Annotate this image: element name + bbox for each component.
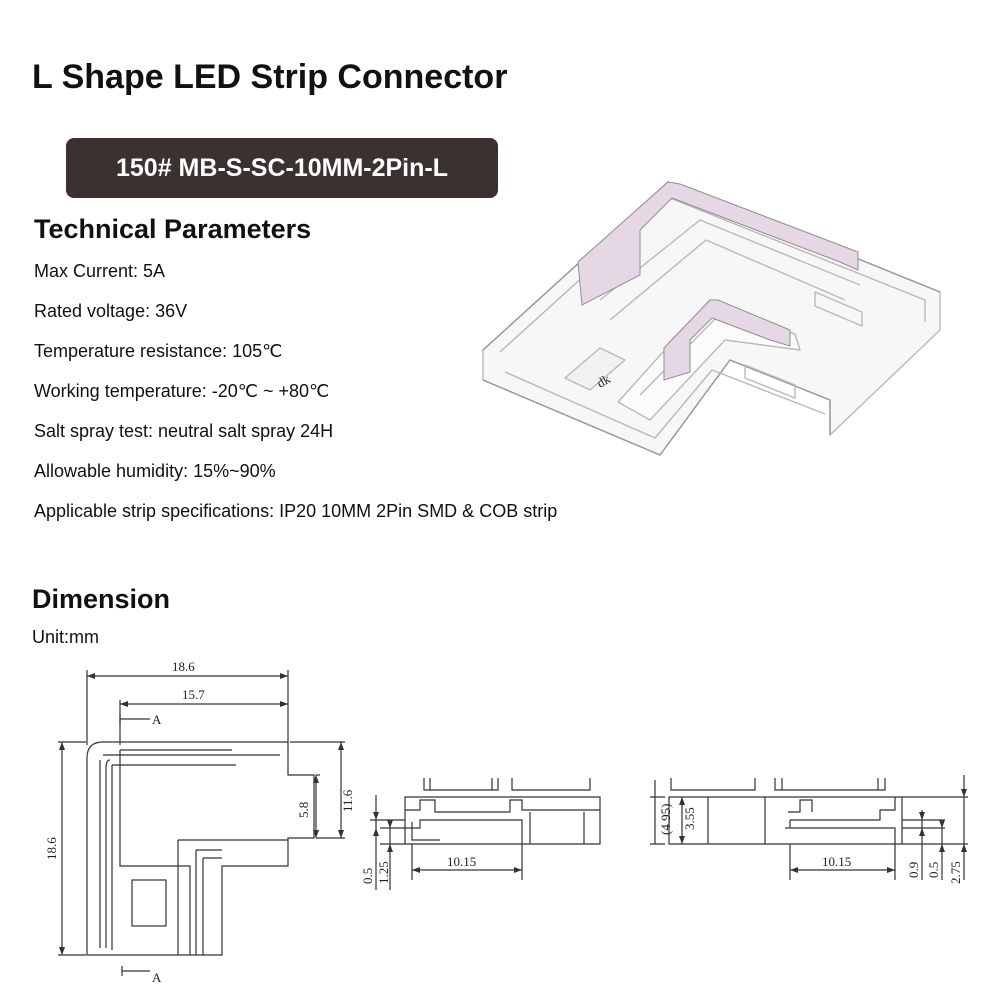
side2-dim-c: 0.9 [906,862,921,878]
param-working-temperature: Working temperature: -20℃ ~ +80℃ [34,381,330,401]
top-view-drawing: 18.6 15.7 A A 18.6 11.6 5.8 [44,660,355,985]
side-view-1-drawing: 10.15 0.5 1.25 [360,778,601,890]
dimension-heading: Dimension [32,584,171,614]
dim-opening: 5.8 [296,802,311,818]
section-mark-top: A [152,712,162,727]
side1-dim-a: 0.5 [360,868,375,884]
model-badge: 150# MB-S-SC-10MM-2Pin-L [66,138,498,198]
dim-inner-width: 15.7 [182,687,205,702]
section-mark-bottom: A [152,970,162,985]
param-rated-voltage: Rated voltage: 36V [34,301,188,321]
dim-overall-height: 18.6 [44,837,59,860]
side2-dim-d: 0.5 [926,862,941,878]
side2-length: 10.15 [822,854,851,869]
param-max-current: Max Current: 5A [34,261,166,281]
unit-label: Unit:mm [32,627,99,647]
technical-parameters-heading: Technical Parameters [34,214,312,244]
side1-length: 10.15 [447,854,476,869]
connector-3d-illustration: dk [482,181,941,456]
side1-dim-b: 1.25 [376,861,391,884]
param-humidity: Allowable humidity: 15%~90% [34,461,276,481]
param-salt-spray: Salt spray test: neutral salt spray 24H [34,421,334,441]
param-strip-spec: Applicable strip specifications: IP20 10… [34,501,558,521]
side2-dim-a: (4.95) [658,804,673,835]
dim-overall-width: 18.6 [172,660,195,674]
parameter-list: Max Current: 5A Rated voltage: 36V Tempe… [34,258,557,538]
side2-dim-b: 3.55 [682,807,697,830]
dim-inner-height: 11.6 [340,789,355,812]
param-temperature-resistance: Temperature resistance: 105℃ [34,341,283,361]
side-view-2-drawing: 10.15 (4.95) 3.55 0.9 0.5 2.75 [650,775,968,884]
side2-dim-e: 2.75 [948,861,963,884]
page-title: L Shape LED Strip Connector [32,58,508,96]
